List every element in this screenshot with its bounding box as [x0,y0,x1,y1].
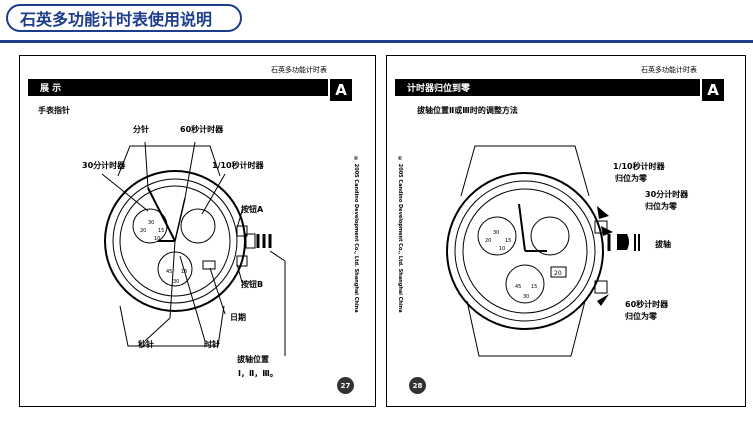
label-button-b: 按钮B [241,280,264,289]
page-subtitle: 拔轴位置Ⅱ或Ⅲ时的调整方法 [417,106,518,115]
label-second-hand: 秒针 [138,340,154,349]
label-sixty-reset-2: 归位为零 [625,312,657,321]
dial-number: 30 [493,230,499,236]
label-crown-position: 拔轴位置 [237,355,269,364]
label-sixty-reset: 60秒计时器 [625,300,669,309]
dial-number: 15 [181,269,187,275]
page-28: 石英多功能计时表 计时器归位到零 A 拔轴位置Ⅱ或Ⅲ时的调整方法 30 15 2… [386,55,746,407]
page-subtitle: 手表指针 [38,106,70,115]
label-button-a: 按钮A [241,205,264,214]
section-title: 计时器归位到零 [407,84,471,94]
date-window-value: 20 [554,270,562,277]
page-27: 石英多功能计时表 展 示 A 手表指针 [19,55,376,407]
page-number: 28 [409,377,426,394]
document-title-text: 石英多功能计时表使用说明 [20,10,213,29]
section-bar: 展 示 [28,79,328,96]
page-number: 27 [337,377,354,394]
label-crown: 拔轴 [655,240,671,249]
watch-illustration: 30 15 20 10 45 15 30 20 [446,145,640,357]
section-tab: A [330,79,352,101]
dial-number: 15 [158,228,164,234]
dial-number: 20 [140,228,146,234]
label-positions: Ⅰ，Ⅱ，Ⅲ。 [238,369,278,378]
copyright-sidebar: © 2005 Candino Development Co., Ltd. Sha… [397,156,403,313]
dial-number: 10 [154,236,160,242]
label-tenth-timer: 1/10秒计时器 [212,161,264,170]
dial-number: 15 [531,284,537,290]
label-thirty-reset-2: 归位为零 [645,202,677,211]
watch-illustration: 30 15 20 10 45 15 30 [101,141,286,356]
label-tenth-reset-2: 归位为零 [615,174,647,183]
document-title: 石英多功能计时表使用说明 [6,4,242,32]
label-date: 日期 [230,313,246,322]
label-thirty-reset: 30分计时器 [645,190,689,199]
dial-number: 10 [499,246,505,252]
label-thirty-timer: 30分计时器 [82,161,126,170]
label-minute-hand: 分针 [133,125,149,134]
label-tenth-reset: 1/10秒计时器 [613,162,665,171]
dial-number: 30 [173,279,179,285]
running-head: 石英多功能计时表 [271,66,327,74]
label-sixty-timer: 60秒计时器 [180,125,224,134]
copyright-sidebar: © 2005 Candino Development Co., Ltd. Sha… [353,156,359,313]
running-head: 石英多功能计时表 [641,66,697,74]
section-tab: A [702,79,724,101]
dial-number: 15 [505,238,511,244]
dial-number: 20 [485,238,491,244]
title-underline [0,40,753,43]
section-bar: 计时器归位到零 [395,79,700,96]
label-hour-hand: 时针 [204,340,220,349]
dial-number: 30 [523,294,529,300]
dial-number: 30 [148,220,154,226]
dial-number: 45 [166,269,172,275]
dial-number: 45 [515,284,521,290]
section-title: 展 示 [40,84,62,94]
